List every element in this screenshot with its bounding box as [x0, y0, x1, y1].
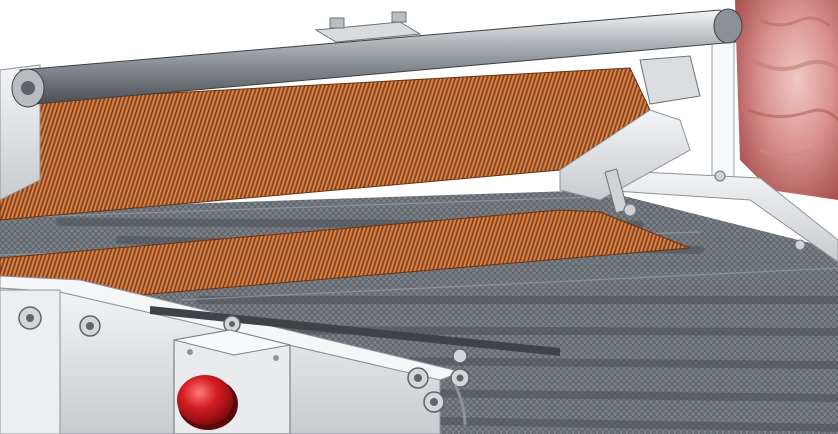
- top-roller: [11, 8, 743, 108]
- lower-brush-belt: [0, 209, 691, 301]
- meat-background: [735, 0, 838, 200]
- emergency-stop-button[interactable]: [177, 375, 238, 430]
- top-clamp: [314, 11, 422, 43]
- support-post: [711, 39, 735, 191]
